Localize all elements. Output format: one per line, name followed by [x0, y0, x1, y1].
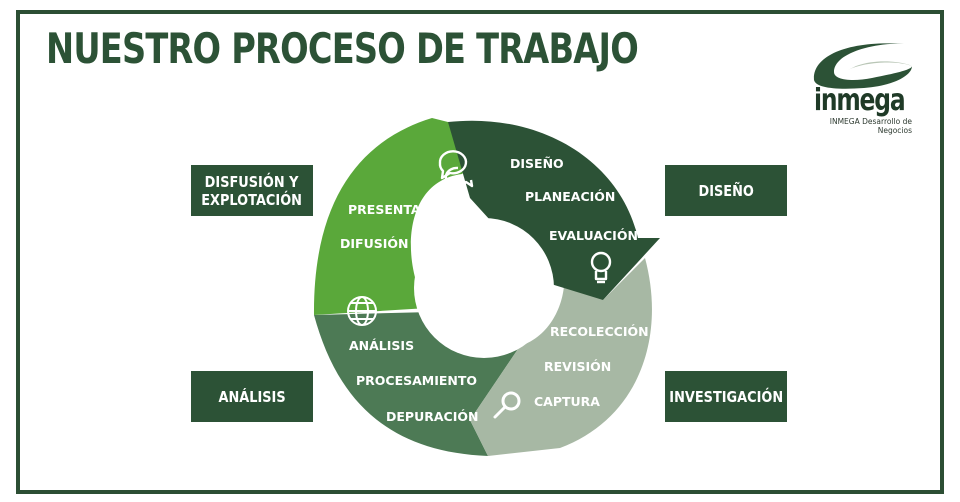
- lightbulb-icon: [590, 251, 612, 284]
- step-captura: CAPTURA: [534, 394, 600, 409]
- stage-difusion-label: DISFUSIÓN Y EXPLOTACIÓN: [201, 172, 303, 209]
- stage-investigacion-box: INVESTIGACIÓN: [665, 371, 787, 422]
- step-planeacion: PLANEACIÓN: [525, 189, 615, 204]
- magnifier-icon: [493, 391, 521, 419]
- stage-diseno-label: DISEÑO: [698, 181, 754, 200]
- step-presentacion: PRESENTACIÓN: [348, 202, 455, 217]
- stage-difusion-box: DISFUSIÓN Y EXPLOTACIÓN: [191, 165, 313, 216]
- step-difusion: DIFUSIÓN: [340, 236, 408, 251]
- step-revision: REVISIÓN: [544, 359, 611, 374]
- step-evaluacion: EVALUACIÓN: [549, 228, 638, 243]
- logo-swoosh-icon: [813, 43, 912, 89]
- stage-analisis-box: ANÁLISIS: [191, 371, 313, 422]
- outer-frame: [16, 10, 944, 494]
- page-title: NUESTRO PROCESO DE TRABAJO: [46, 24, 639, 73]
- step-analisis: ANÁLISIS: [349, 338, 414, 353]
- stage-diseno-box: DISEÑO: [665, 165, 787, 216]
- step-diseno: DISEÑO: [510, 156, 564, 171]
- stage-analisis-label: ANÁLISIS: [218, 387, 286, 406]
- stage-investigacion-label: INVESTIGACIÓN: [669, 387, 783, 406]
- inmega-logo: inmega INMEGA Desarrollo de Negocios: [808, 36, 920, 146]
- logo-wordmark: inmega: [814, 83, 906, 118]
- segment-difusion: [313, 118, 488, 315]
- step-procesamiento: PROCESAMIENTO: [356, 373, 477, 388]
- globe-icon: [347, 296, 377, 326]
- chat-bubbles-icon: [438, 150, 474, 188]
- step-recoleccion: RECOLECCIÓN: [550, 324, 649, 339]
- logo-tagline: INMEGA Desarrollo de Negocios: [829, 117, 912, 135]
- cycle-center-hole: [414, 218, 554, 358]
- step-depuracion: DEPURACIÓN: [386, 409, 478, 424]
